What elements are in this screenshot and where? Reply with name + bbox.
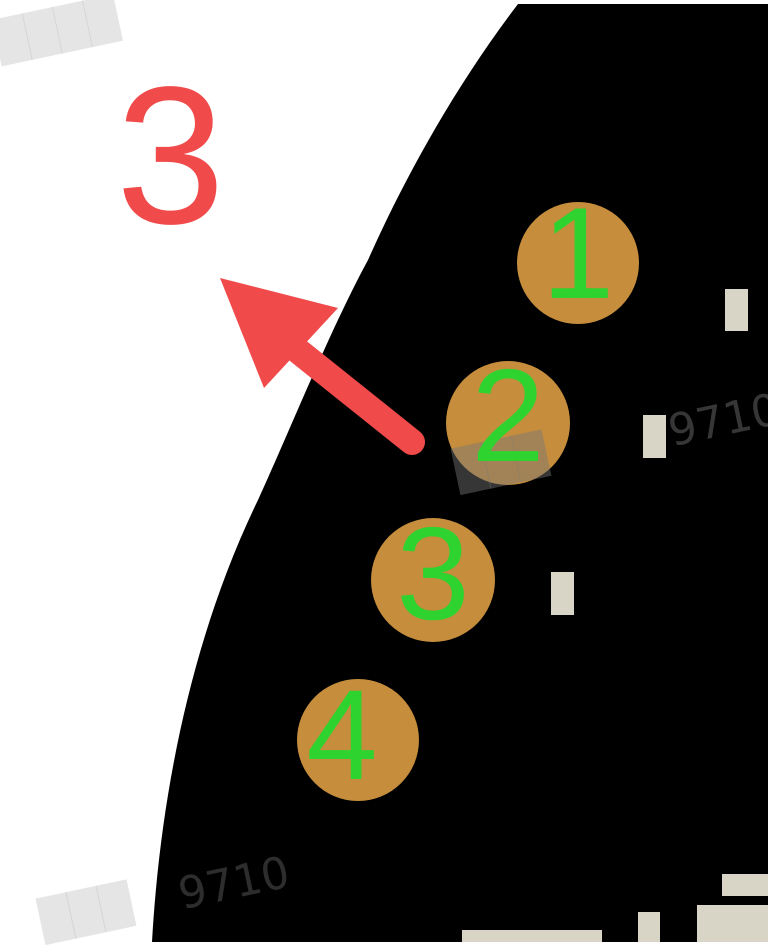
callout-arrow bbox=[220, 278, 425, 455]
component-pad bbox=[643, 415, 666, 458]
component-pad bbox=[551, 572, 574, 615]
pad-circle-2 bbox=[446, 361, 570, 485]
component-pad bbox=[722, 874, 768, 896]
pad-circle-1 bbox=[517, 202, 639, 324]
pad-label-2: 2 bbox=[471, 342, 545, 489]
pad-label-4: 4 bbox=[306, 664, 378, 807]
pad-label-3: 3 bbox=[396, 500, 470, 647]
component-pad bbox=[462, 930, 602, 942]
component-pad bbox=[638, 912, 660, 942]
component-pad bbox=[725, 289, 748, 331]
callout-label: 3 bbox=[116, 46, 226, 265]
pad-label-1: 1 bbox=[541, 180, 615, 326]
pad-circle-3 bbox=[371, 518, 495, 642]
component-pad bbox=[697, 905, 768, 942]
pad-circle-4 bbox=[297, 679, 419, 801]
